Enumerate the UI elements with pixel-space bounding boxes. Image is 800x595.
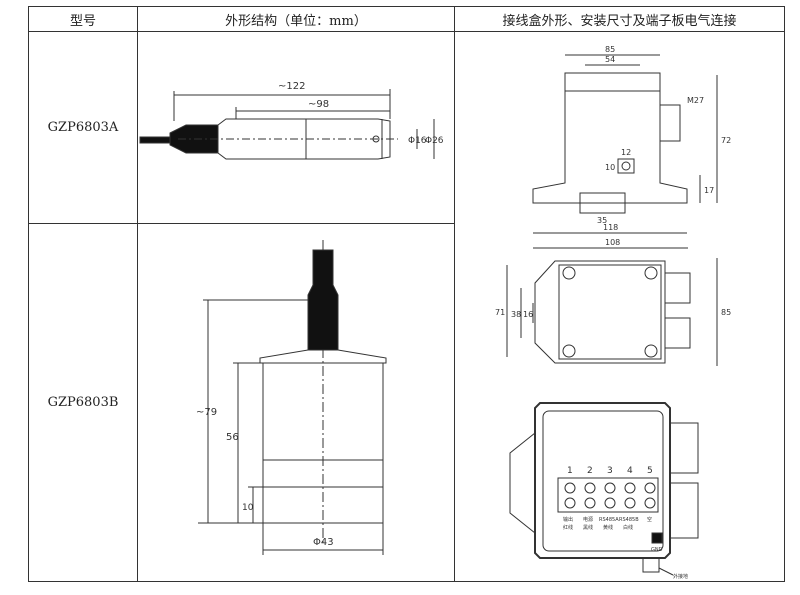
dim-d-outer: Φ26	[425, 136, 444, 146]
cable-boot	[307, 249, 339, 350]
dim-slot: 35	[597, 216, 607, 225]
dim-height-total: ~79	[196, 407, 217, 418]
dim-w-inner: 54	[605, 55, 615, 64]
terminal-number: 3	[607, 466, 613, 476]
header-row: 型号 外形结构（单位：mm） 接线盒外形、安装尺寸及端子板电气连接	[28, 6, 785, 32]
cable	[139, 136, 171, 143]
header-junction: 接线盒外形、安装尺寸及端子板电气连接	[454, 6, 785, 32]
wire-color-label: 黑线	[583, 524, 593, 531]
gnd-label: GND	[651, 547, 663, 553]
dim-top-h-mount: 71	[495, 308, 505, 317]
dim-top-h-slot: 16	[523, 310, 533, 319]
dim-top-h-hole: 38	[511, 310, 521, 319]
terminal-label: RS485B	[619, 517, 639, 523]
sensor-a-drawing: ~122 ~98 Φ16 Φ26	[139, 81, 444, 159]
dim-gland: M27	[687, 96, 704, 105]
header-structure: 外形结构（单位：mm）	[137, 6, 455, 32]
dim-h-total: 72	[721, 136, 731, 145]
dim-top-h: 85	[721, 308, 731, 317]
dim-d-inner: Φ16	[408, 136, 427, 146]
box-top-view: 108 71 38 16 85	[495, 238, 731, 366]
dim-height-body: 56	[226, 432, 239, 443]
dim-w-base: 118	[603, 223, 618, 232]
model-a: GZP6803A	[28, 31, 138, 224]
dim-height-base: 10	[242, 503, 254, 513]
terminal-label: 电源	[583, 516, 593, 523]
model-b: GZP6803B	[28, 223, 138, 582]
terminal-number: 5	[647, 466, 653, 476]
terminal-number: 1	[567, 466, 573, 476]
junction-box-drawings: 85 54 M27 72 17 12 10 35 118 108	[454, 31, 785, 582]
drawing-a: ~122 ~98 Φ16 Φ26	[137, 31, 455, 224]
dim-length-total: ~122	[278, 81, 305, 92]
terminal-board-view: 1 2 3 4 5 输出 电源 RS485A RS485B	[509, 401, 699, 580]
wire-color-label: 白线	[623, 524, 633, 531]
sensor-body	[217, 118, 391, 159]
terminal-label: RS485A	[599, 517, 619, 523]
dim-w-top: 85	[605, 45, 615, 54]
junction-box-drawing: 85 54 M27 72 17 12 10 35 118 108	[495, 45, 731, 580]
dim-diameter: Φ43	[313, 537, 334, 548]
drawing-b: ~79 56 10 Φ43	[137, 223, 455, 582]
gnd-terminal	[651, 532, 663, 543]
dim-length-body: ~98	[308, 99, 329, 110]
terminal-label: 空	[647, 516, 652, 523]
header-model: 型号	[28, 6, 138, 32]
table-row: GZP6803A ~122 ~98 Φ16 Φ26	[28, 31, 785, 582]
dim-screw-w: 12	[621, 148, 631, 157]
terminal-number: 2	[587, 466, 593, 476]
dim-screw-h: 10	[605, 163, 615, 172]
terminal-number: 4	[627, 466, 633, 476]
sensor-body	[262, 362, 384, 523]
spec-table: 型号 外形结构（单位：mm） 接线盒外形、安装尺寸及端子板电气连接 GZP680…	[28, 6, 785, 582]
table-row: GZP6803B ~79 56 10 Φ43	[28, 223, 785, 582]
dim-top-w: 108	[605, 238, 620, 247]
wire-color-label: 红线	[563, 524, 573, 531]
dim-h-low: 17	[704, 186, 714, 195]
box-side-view: 85 54 M27 72 17 12 10 35 118	[532, 45, 731, 233]
sensor-b-drawing: ~79 56 10 Φ43	[196, 239, 387, 555]
wire-color-label: 黄线	[603, 524, 613, 531]
ground-label: 外接地	[673, 573, 688, 580]
terminal-label: 输出	[563, 516, 573, 523]
